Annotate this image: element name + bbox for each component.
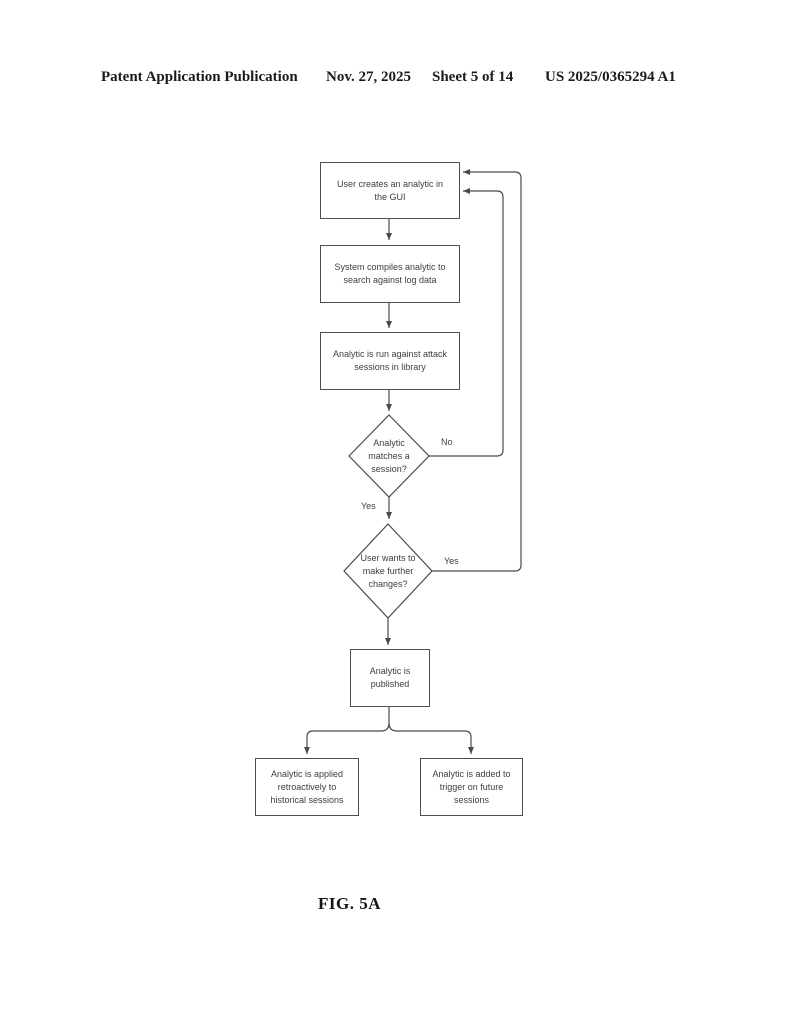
edge-published-to-retro xyxy=(304,722,390,754)
header-publication-label: Patent Application Publication xyxy=(101,69,298,85)
node-run-analytic: Analytic is run against attack sessions … xyxy=(320,332,460,390)
node-analytic-published: Analytic is published xyxy=(350,649,430,707)
decision-matches-shape xyxy=(348,414,430,498)
edge-changes-yes-loop xyxy=(432,169,522,572)
node-applied-retroactively: Analytic is applied retroactively to his… xyxy=(255,758,359,816)
node-create-analytic: User creates an analytic in the GUI xyxy=(320,162,460,219)
edge-label-no: No xyxy=(441,437,453,447)
decision-changes-shape xyxy=(343,523,433,619)
header-sheet-number: Sheet 5 of 14 xyxy=(432,69,514,85)
edge-matches-no-loop xyxy=(429,188,504,457)
edge-label-yes-changes: Yes xyxy=(444,556,459,566)
node-trigger-future: Analytic is added to trigger on future s… xyxy=(420,758,523,816)
node-compile-analytic: System compiles analytic to search again… xyxy=(320,245,460,303)
figure-caption: FIG. 5A xyxy=(318,894,381,913)
edge-label-yes-matches: Yes xyxy=(361,501,376,511)
edge-published-to-future xyxy=(388,722,474,754)
header-patent-number: US 2025/0365294 A1 xyxy=(545,69,676,85)
header-date: Nov. 27, 2025 xyxy=(326,69,412,85)
